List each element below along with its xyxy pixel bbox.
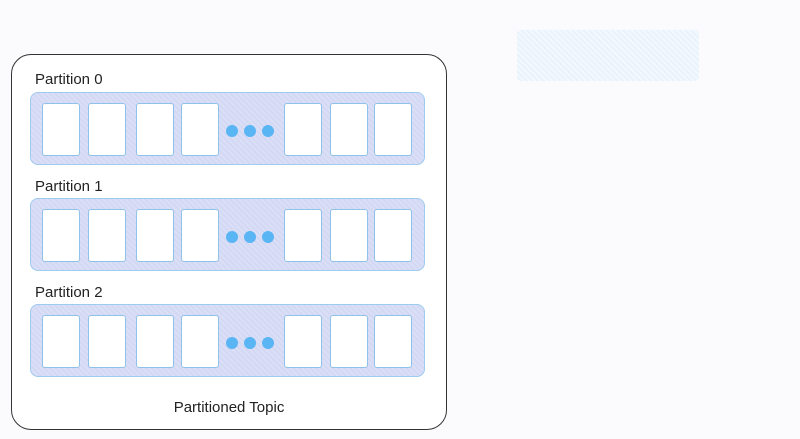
message-cell	[88, 315, 126, 368]
message-cell	[374, 315, 412, 368]
message-cell	[136, 209, 174, 262]
partition-label-1: Partition 1	[35, 178, 103, 195]
ellipsis-dot	[226, 337, 238, 349]
message-cell	[374, 103, 412, 156]
ellipsis-dot	[262, 125, 274, 137]
message-cell	[181, 209, 219, 262]
partition-label-0: Partition 0	[35, 71, 103, 88]
message-cell	[42, 209, 80, 262]
topic-caption: Partitioned Topic	[173, 399, 285, 416]
message-cell	[88, 103, 126, 156]
ellipsis-dot	[226, 231, 238, 243]
faded-badge	[517, 30, 699, 81]
message-cell	[42, 103, 80, 156]
message-cell	[88, 209, 126, 262]
message-cell	[136, 315, 174, 368]
ellipsis-dot	[262, 231, 274, 243]
message-cell	[284, 103, 322, 156]
message-cell	[330, 209, 368, 262]
message-cell	[330, 103, 368, 156]
partition-row-1	[30, 198, 425, 271]
message-cell	[181, 103, 219, 156]
message-cell	[330, 315, 368, 368]
partition-label-2: Partition 2	[35, 284, 103, 301]
message-cell	[181, 315, 219, 368]
message-cell	[42, 315, 80, 368]
message-cell	[284, 315, 322, 368]
message-cell	[374, 209, 412, 262]
message-cell	[284, 209, 322, 262]
ellipsis-dot	[244, 125, 256, 137]
partition-row-0	[30, 92, 425, 165]
partition-row-2	[30, 304, 425, 377]
ellipsis-dot	[244, 231, 256, 243]
message-cell	[136, 103, 174, 156]
ellipsis-dot	[226, 125, 238, 137]
ellipsis-dot	[244, 337, 256, 349]
ellipsis-dot	[262, 337, 274, 349]
